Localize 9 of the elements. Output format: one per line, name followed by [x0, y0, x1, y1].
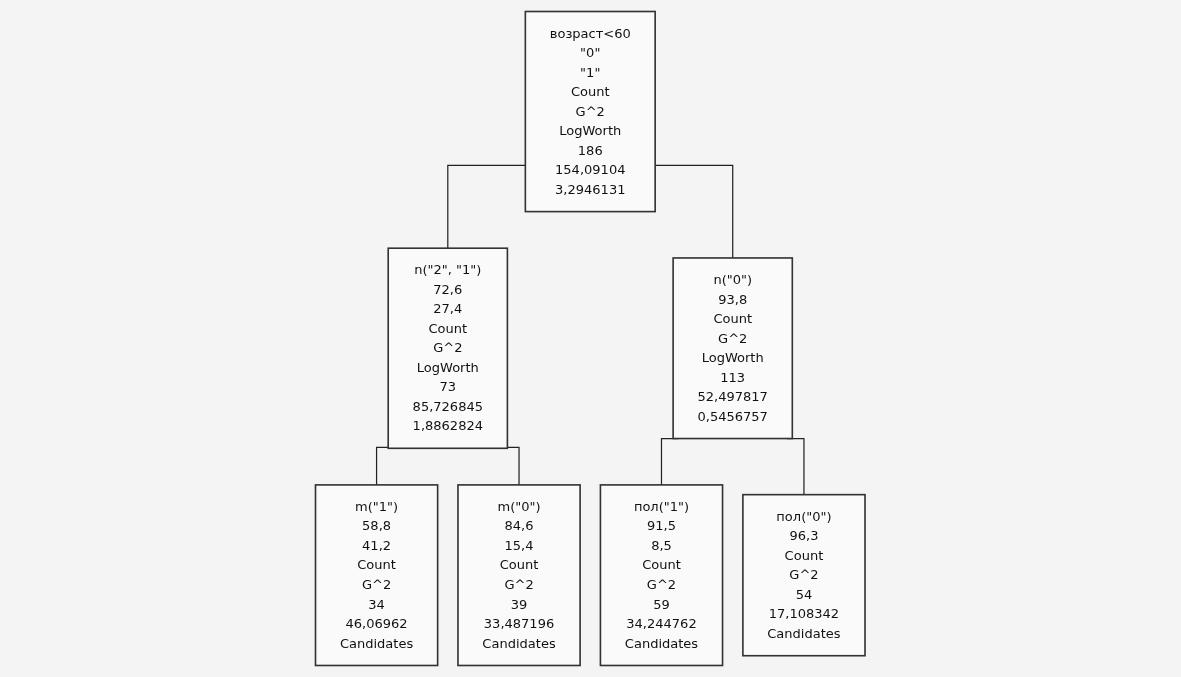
connector: [376, 446, 390, 486]
node-box: n("2", "1") 72,6 27,4 Count G^2 LogWorth 73 85,726845 1,8862824: [387, 247, 509, 450]
node-box: пол("0") 96,3 Count G^2 54 17,108342 Candidates: [742, 493, 867, 657]
connector: [507, 446, 520, 486]
node-box: m("1") 58,8 41,2 Count G^2 34 46,06962 Candidates: [314, 484, 439, 667]
node-box: пол("1") 91,5 8,5 Count G^2 59 34,244762 Candidates: [599, 484, 724, 667]
node-box: m("0") 84,6 15,4 Count G^2 39 33,487196 Candidates: [457, 484, 582, 667]
node-box: возраст<60 "0" "1" Count G^2 LogWorth 186 154,09104 3,2946131: [524, 10, 657, 213]
node-box: n("0") 93,8 Count G^2 LogWorth 113 52,497817 0,5456757: [672, 257, 794, 440]
